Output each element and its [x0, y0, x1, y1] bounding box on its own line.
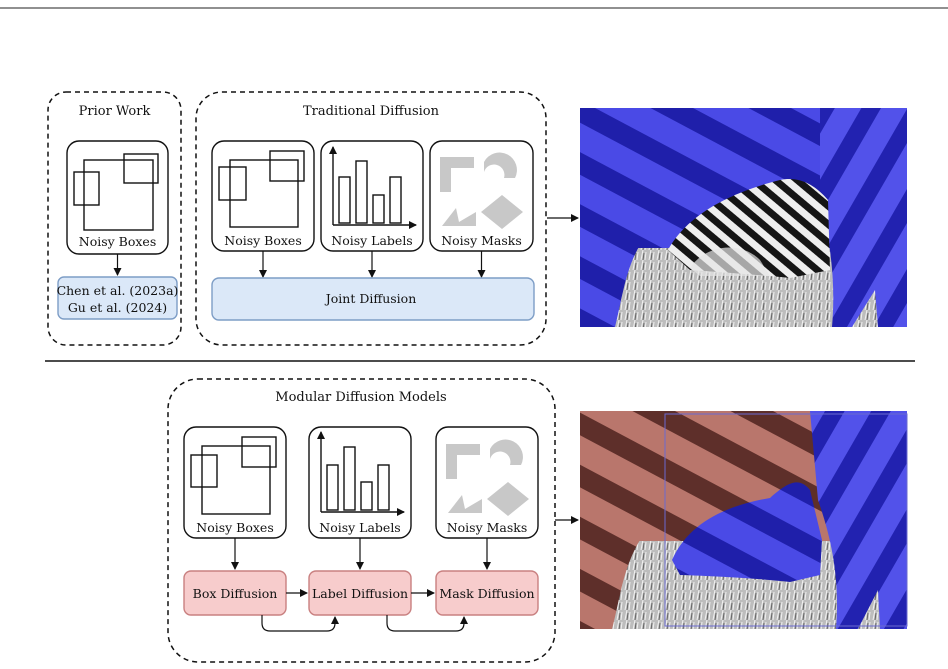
trad-noisy-labels-label: Noisy Labels — [331, 233, 412, 248]
trad-noisy-boxes-label: Noisy Boxes — [224, 233, 301, 248]
modular-diffusion-group: Modular Diffusion Models Noisy Boxes N — [167, 378, 556, 663]
mod-noisy-masks-label: Noisy Masks — [447, 520, 528, 535]
noisy-boxes-icon — [218, 150, 305, 228]
trad-noisy-labels-panel: Noisy Labels — [320, 140, 424, 252]
mod-noisy-masks-panel: Noisy Masks — [435, 426, 539, 539]
mask-diffusion-label: Mask Diffusion — [439, 586, 534, 601]
mod-noisy-labels-panel: Noisy Labels — [308, 426, 412, 539]
mod-noisy-boxes-panel: Noisy Boxes — [183, 426, 287, 539]
trad-noisy-masks-panel: Noisy Masks — [429, 140, 534, 252]
box-to-label-curve — [261, 615, 339, 632]
mask-diffusion-box: Mask Diffusion — [435, 570, 539, 616]
traditional-result-image — [580, 108, 907, 327]
label-diffusion-box: Label Diffusion — [308, 570, 412, 616]
noisy-boxes-icon — [190, 436, 277, 515]
prior-work-dashed-frame — [47, 91, 182, 346]
modular-result-image — [580, 411, 908, 629]
traditional-title: Traditional Diffusion — [303, 104, 440, 119]
noisy-masks-icon — [446, 439, 529, 516]
label-diffusion-label: Label Diffusion — [312, 586, 408, 601]
mod-noisy-labels-label: Noisy Labels — [319, 520, 400, 535]
trad-noisy-boxes-panel: Noisy Boxes — [211, 140, 315, 252]
prior-work-title: Prior Work — [79, 104, 151, 119]
traditional-diffusion-group: Traditional Diffusion Noisy Boxes Nois — [195, 91, 547, 346]
prior-work-group: Prior Work Noisy Boxes Chen et al. (2023… — [47, 91, 182, 346]
box-diffusion-box: Box Diffusion — [183, 570, 287, 616]
prior-refs-box: Chen et al. (2023a) Gu et al. (2024) — [57, 276, 179, 320]
bar-chart-icon — [317, 431, 405, 516]
trad-noisy-masks-label: Noisy Masks — [441, 233, 522, 248]
prior-ref-2: Gu et al. (2024) — [68, 300, 167, 315]
bar-chart-icon — [329, 146, 417, 229]
traditional-dashed-frame — [195, 91, 547, 346]
label-to-mask-curve — [386, 615, 468, 632]
noisy-boxes-icon — [73, 153, 159, 231]
prior-noisy-boxes-panel: Noisy Boxes — [66, 140, 169, 255]
modular-title: Modular Diffusion Models — [275, 390, 446, 405]
prior-noisy-boxes-label: Noisy Boxes — [79, 234, 156, 249]
joint-diffusion-label: Joint Diffusion — [324, 291, 417, 306]
joint-diffusion-box: Joint Diffusion — [211, 277, 535, 321]
modular-dashed-frame — [167, 378, 556, 663]
mod-noisy-boxes-label: Noisy Boxes — [196, 520, 273, 535]
noisy-masks-icon — [440, 152, 523, 229]
box-diffusion-label: Box Diffusion — [193, 586, 278, 601]
prior-ref-1: Chen et al. (2023a) — [57, 283, 179, 298]
